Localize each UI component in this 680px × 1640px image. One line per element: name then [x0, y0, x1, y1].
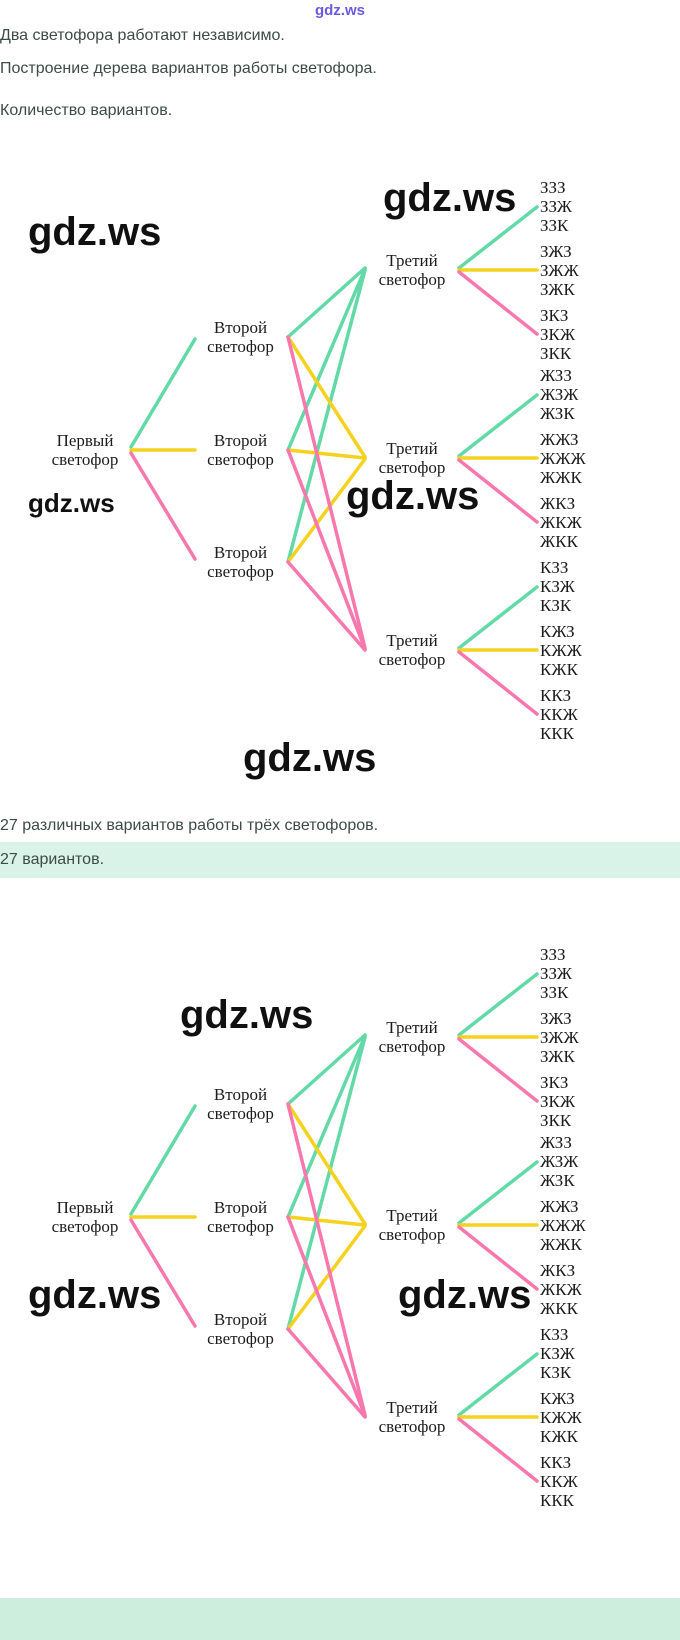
node-third-light-2: Третий светофор	[378, 439, 446, 477]
leaf-label: ЗКК	[540, 1111, 572, 1130]
leaf-label: ЖЗЖ	[540, 385, 579, 404]
node-second-light-3: Второй светофор	[207, 1310, 274, 1348]
node-first-light: Первый светофор	[51, 1198, 119, 1236]
node-second-light-3: Второй светофор	[207, 543, 274, 581]
leaf-label: КЖЖ	[540, 641, 582, 660]
leaf-group-green: ЗЗЗ ЗЗЖ ЗЗК ЗЖЗ ЗЖЖ ЗЖК ЗКЗ ЗКЖ ЗКК	[540, 945, 630, 1130]
result-line: 27 различных вариантов работы трёх свето…	[0, 817, 379, 834]
leaf-label: КЗК	[540, 596, 572, 615]
watermark: gdz.ws	[243, 736, 377, 780]
node-third-light-3: Третий светофор	[378, 631, 446, 669]
leaf-label: ЗЗЖ	[540, 197, 573, 216]
node-third-light-2: Третий светофор	[378, 1206, 446, 1244]
leaf-label: ЗЗЖ	[540, 964, 573, 983]
node-second-light-2: Второй светофор	[207, 431, 274, 469]
leaf-label: КЖЖ	[540, 1408, 582, 1427]
leaf-label: ЖЖК	[540, 468, 582, 487]
watermark: gdz.ws	[28, 488, 115, 518]
leaf-group-yellow: ЖЗЗ ЖЗЖ ЖЗК ЖЖЗ ЖЖЖ ЖЖК ЖКЗ ЖКЖ ЖКК	[540, 366, 630, 551]
leaf-label: КЖК	[540, 660, 578, 679]
node-third-light-1: Третий светофор	[378, 251, 446, 289]
footer-bar	[0, 1598, 680, 1640]
leaf-label: КЗЖ	[540, 1344, 575, 1363]
leaf-group-yellow: ЖЗЗ ЖЗЖ ЖЗК ЖЖЗ ЖЖЖ ЖЖК ЖКЗ ЖКЖ ЖКК	[540, 1133, 630, 1318]
node-second-light-1: Второй светофор	[207, 318, 274, 356]
leaf-label: КЗК	[540, 1363, 572, 1382]
leaf-label: ККК	[540, 724, 575, 743]
tree-diagram-2: gdz.ws gdz.ws gdz.ws Первый светофор Вто…	[0, 917, 680, 1567]
tree-diagram-1: gdz.ws gdz.ws gdz.ws gdz.ws gdz.ws Первы…	[0, 150, 680, 800]
leaf-label: ЖКЗ	[540, 1261, 576, 1280]
leaf-label: ЖЗЗ	[540, 1133, 572, 1152]
watermark: gdz.ws	[28, 210, 162, 254]
watermark: gdz.ws	[28, 1273, 162, 1317]
leaf-label: ЖКЗ	[540, 494, 576, 513]
leaf-label: ЗЗК	[540, 983, 569, 1002]
leaf-label: ККЗ	[540, 1453, 572, 1472]
site-watermark-link[interactable]: gdz.ws	[314, 2, 365, 19]
leaf-label: ЖКЖ	[540, 1280, 582, 1299]
intro-line-2: Построение дерева вариантов работы свето…	[0, 60, 377, 77]
leaf-label: ЗЖЖ	[540, 261, 579, 280]
leaf-label: ЗКЗ	[540, 1073, 569, 1092]
node-second-light-2: Второй светофор	[207, 1198, 274, 1236]
leaf-label: ЗЗК	[540, 216, 569, 235]
leaf-label: ЗЖК	[540, 1047, 575, 1066]
leaf-label: ЖЖЖ	[540, 449, 586, 468]
leaf-label: ЖЖК	[540, 1235, 582, 1254]
node-third-light-1: Третий светофор	[378, 1018, 446, 1056]
leaf-group-red: КЗЗ КЗЖ КЗК КЖЗ КЖЖ КЖК ККЗ ККЖ ККК	[540, 558, 630, 743]
answer-text: 27 вариантов.	[0, 851, 105, 868]
watermark: gdz.ws	[383, 176, 517, 220]
leaf-label: ЗКК	[540, 344, 572, 363]
leaf-label: ЖЗЖ	[540, 1152, 579, 1171]
leaf-label: ЖЖЗ	[540, 1197, 579, 1216]
intro-line-3: Количество вариантов.	[0, 102, 173, 119]
leaf-label: ЖЖЗ	[540, 430, 579, 449]
leaf-label: ЖЗК	[540, 404, 575, 423]
leaf-label: ЗЖЖ	[540, 1028, 579, 1047]
leaf-label: ЖЗК	[540, 1171, 575, 1190]
leaf-label: ЗЖЗ	[540, 1009, 572, 1028]
leaf-label: ЗЗЗ	[540, 178, 566, 197]
leaf-label: ЖЗЗ	[540, 366, 572, 385]
leaf-label: КЖЗ	[540, 1389, 575, 1408]
leaf-label: ЗКЗ	[540, 306, 569, 325]
leaf-label: ЖКЖ	[540, 513, 582, 532]
watermark: gdz.ws	[346, 474, 480, 518]
leaf-label: ККЗ	[540, 686, 572, 705]
leaf-label: КЗЖ	[540, 577, 575, 596]
leaf-label: ККК	[540, 1491, 575, 1510]
leaf-label: ККЖ	[540, 1472, 578, 1491]
answer-highlight: 27 вариантов.	[0, 842, 680, 878]
watermark: gdz.ws	[180, 993, 314, 1037]
leaf-label: ККЖ	[540, 705, 578, 724]
leaf-label: ЗКЖ	[540, 325, 576, 344]
intro-line-1: Два светофора работают независимо.	[0, 27, 285, 44]
leaf-label: ЖЖЖ	[540, 1216, 586, 1235]
watermark: gdz.ws	[398, 1273, 532, 1317]
leaf-group-red: КЗЗ КЗЖ КЗК КЖЗ КЖЖ КЖК ККЗ ККЖ ККК	[540, 1325, 630, 1510]
leaf-group-green: ЗЗЗ ЗЗЖ ЗЗК ЗЖЗ ЗЖЖ ЗЖК ЗКЗ ЗКЖ ЗКК	[540, 178, 630, 363]
tree-edges-svg	[129, 205, 539, 716]
node-first-light: Первый светофор	[51, 431, 119, 469]
leaf-label: ЗЖЗ	[540, 242, 572, 261]
leaf-label: ЗКЖ	[540, 1092, 576, 1111]
tree-edges-svg	[129, 972, 539, 1483]
node-second-light-1: Второй светофор	[207, 1085, 274, 1123]
leaf-label: КЖК	[540, 1427, 578, 1446]
leaf-label: ЗЖК	[540, 280, 575, 299]
leaf-label: КЖЗ	[540, 622, 575, 641]
leaf-label: КЗЗ	[540, 558, 569, 577]
leaf-label: ЖКК	[540, 1299, 578, 1318]
leaf-label: ЖКК	[540, 532, 578, 551]
leaf-label: ЗЗЗ	[540, 945, 566, 964]
leaf-label: КЗЗ	[540, 1325, 569, 1344]
node-third-light-3: Третий светофор	[378, 1398, 446, 1436]
